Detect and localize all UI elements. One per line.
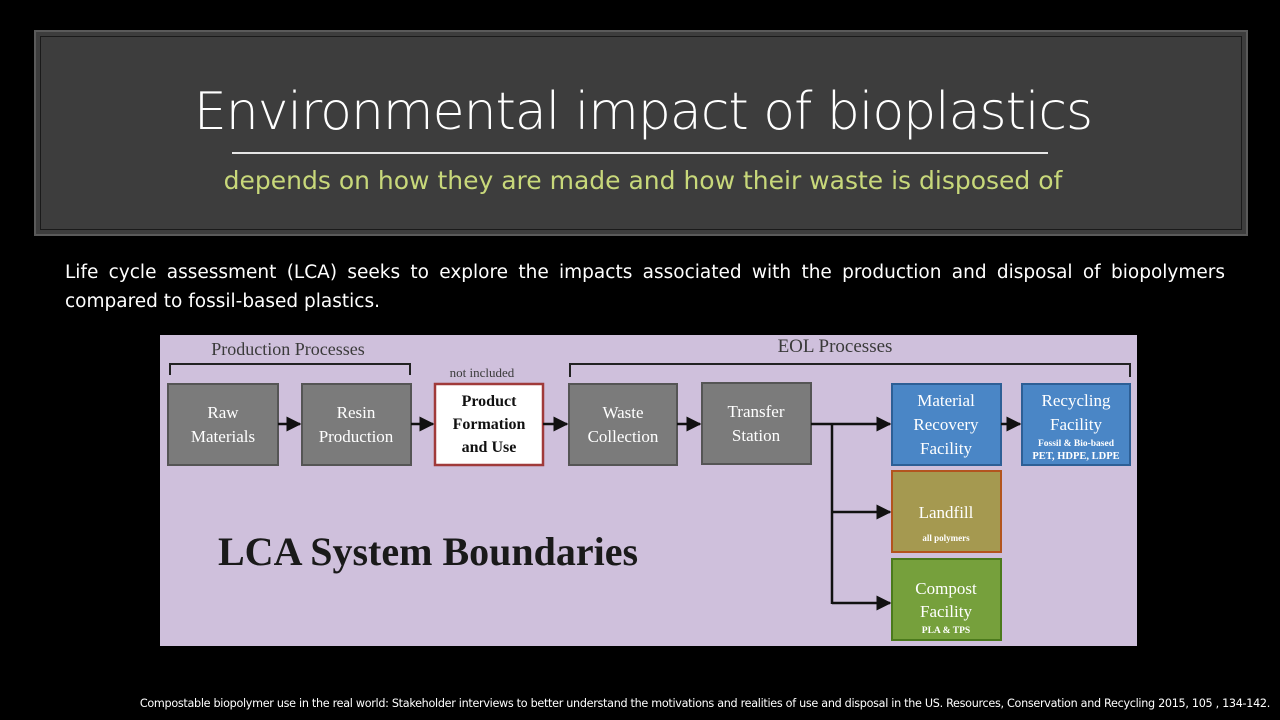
- resin-production-line2: Production: [319, 427, 394, 446]
- landfill-note: all polymers: [922, 533, 970, 543]
- title-divider: [232, 152, 1048, 154]
- citation: Compostable biopolymer use in the real w…: [139, 697, 1270, 710]
- title-panel-inner-border: [40, 36, 1242, 230]
- lca-system-boundaries-label: LCA System Boundaries: [218, 529, 638, 574]
- landfill-box: Landfill all polymers: [891, 470, 1002, 553]
- mrf-line2: Recovery: [913, 415, 979, 434]
- waste-collection-line1: Waste: [602, 403, 643, 422]
- mrf-line1: Material: [917, 391, 975, 410]
- eol-bracket: [569, 363, 1131, 377]
- product-formation-line2: Formation: [453, 416, 526, 433]
- transfer-station-box: Transfer Station: [701, 382, 812, 465]
- production-processes-label: Production Processes: [211, 339, 364, 359]
- recycling-line1: Recycling: [1042, 391, 1111, 410]
- slide-subtitle: depends on how they are made and how the…: [223, 166, 1063, 195]
- resin-production-box: Resin Production: [301, 383, 412, 466]
- compost-line1: Compost: [915, 579, 977, 598]
- flow-arrows: [278, 416, 1022, 611]
- mrf-line3: Facility: [920, 439, 972, 458]
- slide-title: Environmental impact of bioplastics: [193, 82, 1093, 142]
- transfer-station-line1: Transfer: [728, 402, 785, 421]
- product-formation-box: Product Formation and Use: [433, 382, 545, 467]
- eol-processes-label: EOL Processes: [778, 336, 893, 357]
- landfill-label: Landfill: [919, 503, 974, 522]
- transfer-station-line2: Station: [732, 426, 781, 445]
- intro-paragraph: Life cycle assessment (LCA) seeks to exp…: [65, 262, 1225, 312]
- compost-facility-box: Compost Facility PLA & TPS: [891, 558, 1002, 641]
- product-formation-line1: Product: [462, 393, 517, 410]
- recycling-note-2: PET, HDPE, LDPE: [1032, 451, 1119, 462]
- title-panel: Environmental impact of bioplastics depe…: [34, 30, 1248, 236]
- raw-materials-box: Raw Materials: [167, 383, 279, 466]
- compost-line2: Facility: [920, 602, 972, 621]
- material-recovery-box: Material Recovery Facility: [891, 383, 1002, 466]
- recycling-facility-box: Recycling Facility Fossil & Bio-based PE…: [1021, 383, 1131, 466]
- compost-note: PLA & TPS: [922, 626, 970, 636]
- lca-system-boundaries-diagram: Production Processes EOL Processes not i…: [160, 335, 1137, 646]
- product-formation-line3: and Use: [462, 439, 517, 456]
- waste-collection-box: Waste Collection: [568, 383, 678, 466]
- waste-collection-line2: Collection: [588, 427, 659, 446]
- resin-production-line1: Resin: [337, 403, 376, 422]
- recycling-line2: Facility: [1050, 415, 1102, 434]
- raw-materials-line2: Materials: [191, 427, 255, 446]
- production-bracket: [169, 363, 411, 375]
- raw-materials-line1: Raw: [207, 403, 239, 422]
- not-included-label: not included: [450, 365, 515, 380]
- recycling-note-1: Fossil & Bio-based: [1038, 439, 1115, 449]
